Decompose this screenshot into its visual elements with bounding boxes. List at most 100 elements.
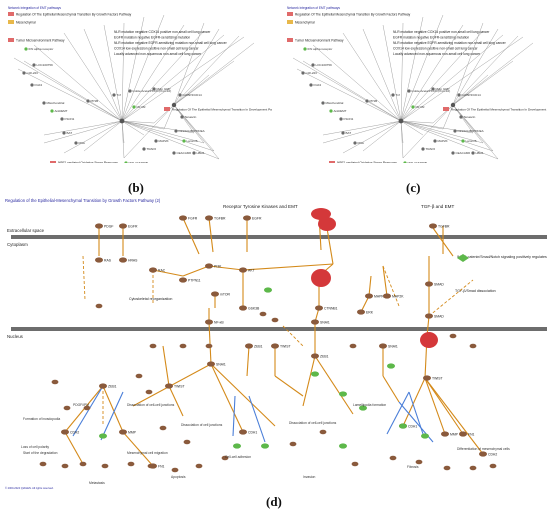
network-edge <box>163 104 175 130</box>
node-label: PP1B <box>370 99 378 103</box>
network-node <box>339 117 343 121</box>
network-node <box>180 115 184 119</box>
phenotype-label: COX14 low expression positive non-small … <box>393 47 479 51</box>
pathway-edge <box>424 377 464 435</box>
bio-label-cell_adh: Cell-cell adhesion <box>225 455 251 459</box>
network-edge <box>121 120 125 159</box>
node-label-mmp: MMP <box>450 432 459 436</box>
box-low-label: Tumor Microenvironment Pathway <box>16 39 65 43</box>
node-label-twist: TWIST <box>280 344 291 348</box>
bio-label-mesench: Mesenchymal cell migration <box>127 451 168 455</box>
pathway-node <box>135 373 143 379</box>
network-edge <box>13 57 123 122</box>
node-label: Lamin B <box>466 139 477 143</box>
network-node <box>421 147 425 151</box>
network-edge <box>43 120 123 144</box>
network-edge <box>63 120 123 154</box>
hub-node <box>311 208 331 220</box>
node-label: RNA <box>79 141 85 145</box>
pathway-edge <box>208 265 244 271</box>
network-node <box>172 151 176 155</box>
extracellular-label: Extracellular space <box>7 228 45 233</box>
node-label: Indole Aceta/PKC9 (Pro1-10) <box>412 89 451 93</box>
box-right-label: Regulation Of The Epithelial Mesenchymal… <box>451 108 547 112</box>
network-node <box>341 131 345 135</box>
network-diagram-c: Network integration of EMT pathwaysRegul… <box>287 6 550 165</box>
network-node <box>433 139 437 143</box>
network-edge <box>400 14 444 122</box>
wnt-note: Wnt/β-catenin/Smad/Notch signaling posit… <box>457 255 547 259</box>
node-label: D2SS/AdB/PRK/EA <box>458 129 484 133</box>
pathway-node-pdgf <box>95 223 103 229</box>
pathway-node-pi3k <box>205 263 213 269</box>
box-mid-label: Mesenchymal <box>16 21 36 25</box>
pathway-node-fgfr <box>179 215 187 221</box>
green-node <box>261 443 269 449</box>
network-node <box>353 141 357 145</box>
pathway-edge <box>382 375 400 403</box>
network-node <box>62 131 66 135</box>
network-node <box>42 101 46 105</box>
pathway-edge-inhibit <box>386 391 410 435</box>
network-node <box>321 101 325 105</box>
network-node <box>74 141 78 145</box>
phenotype-label: NLR mutation negative EGFR-sensitizing m… <box>114 41 228 45</box>
bio-label-dissoc3: Dissociation of cell-cell junctions <box>289 421 337 425</box>
network-edge <box>400 120 474 134</box>
bio-label-dissoc: Dissociation of cell-cell junctions <box>127 403 175 407</box>
node-label: IFN alpha receptor <box>308 47 333 51</box>
node-label: Tenascin <box>464 115 476 119</box>
pathway-node-cdh2 <box>479 451 487 457</box>
pathway-edge <box>122 431 154 467</box>
network-node <box>174 129 178 133</box>
node-label-cdh1: CDH1 <box>408 424 417 428</box>
node-label: Tnf <box>117 93 122 97</box>
network-edge <box>452 22 484 106</box>
pathway-node <box>389 455 397 461</box>
legend-swatch-top <box>8 12 14 16</box>
network-node <box>303 47 307 51</box>
node-label-mapk: MAPK <box>374 294 384 298</box>
pathway-node <box>61 463 69 469</box>
pathway-node <box>39 461 47 467</box>
pathway-node <box>145 389 153 395</box>
network-edge <box>362 28 402 122</box>
pathway-node <box>489 463 497 469</box>
node-label-egfr: EGFR <box>252 216 262 220</box>
pathway-node <box>101 463 109 469</box>
network-edge <box>121 120 195 134</box>
pathway-node <box>195 463 203 469</box>
network-edge <box>121 120 155 124</box>
pathway-node <box>51 379 59 385</box>
bio-label-fibrosis: Fibrosis <box>407 465 419 469</box>
node-label: Ankl/EMT <box>55 109 68 113</box>
pathway-edge <box>210 363 244 433</box>
node-label-map2k: MAP2K <box>392 294 404 298</box>
pathway-edge <box>242 263 334 271</box>
phenotype-label: Locally advanced non-squamous non-small … <box>114 52 202 56</box>
green-node <box>421 433 429 439</box>
network-edge <box>123 104 175 159</box>
network-node <box>301 71 305 75</box>
node-label-snail: SNAI1 <box>388 344 398 348</box>
node-label: FGF2 <box>314 83 322 87</box>
network-node <box>60 117 64 121</box>
pathway-node <box>63 405 71 411</box>
network-node <box>407 89 411 93</box>
pathway-node-fn1 <box>459 431 467 437</box>
network-node <box>182 139 186 143</box>
green-node <box>359 405 367 411</box>
pathway-node <box>171 467 179 473</box>
pathway-node-mtor <box>211 291 219 297</box>
network-node <box>329 109 333 113</box>
network-edge <box>173 28 220 106</box>
node-label: MIR-31/MPRB <box>408 161 427 163</box>
pathway-edge <box>360 295 370 313</box>
pathway-node <box>159 425 167 431</box>
pathway-edge <box>162 345 170 387</box>
network-edge <box>452 28 499 106</box>
network-edge <box>402 104 454 159</box>
pathway-edge <box>382 265 388 297</box>
network-edge <box>173 74 210 106</box>
